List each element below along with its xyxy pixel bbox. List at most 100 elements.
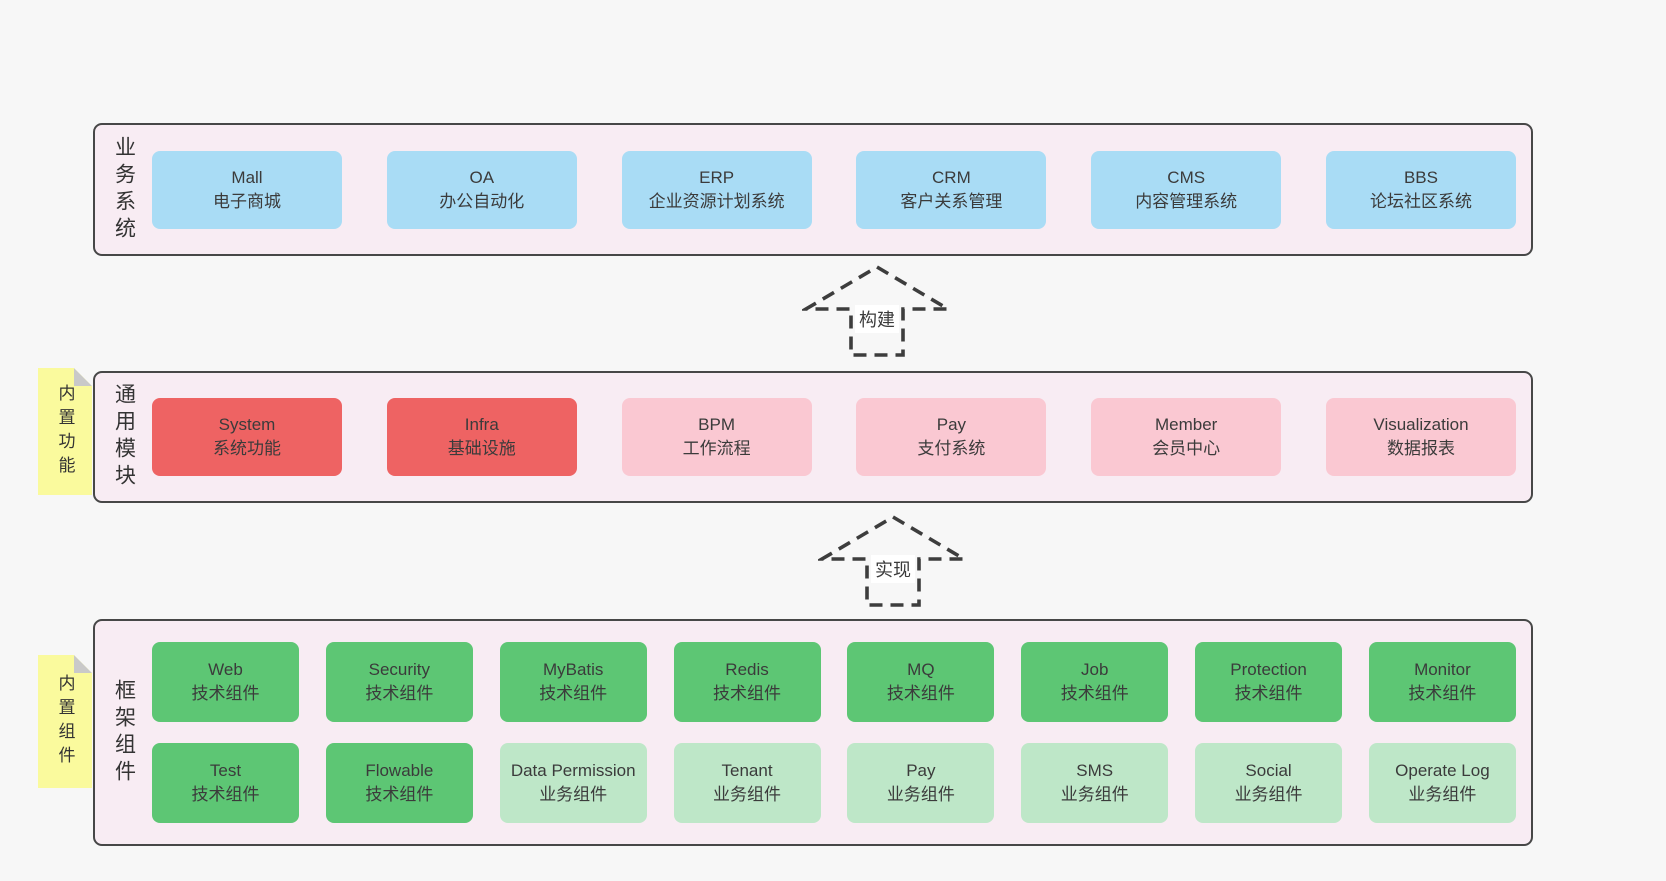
box-redis: Redis 技术组件 <box>673 642 821 722</box>
box-pay: Pay 支付系统 <box>856 398 1047 476</box>
layer-common-modules: 通用模块 System 系统功能 Infra 基础设施 BPM 工作流程 Pay 支付系统 Me… <box>93 371 1533 503</box>
box-subtitle: 技术组件 <box>713 684 782 703</box>
box-title: Web <box>208 660 243 679</box>
box-subtitle: 系统功能 <box>213 439 281 458</box>
box-title: MQ <box>907 660 935 679</box>
box-subtitle: 业务组件 <box>1060 785 1129 804</box>
box-title: MyBatis <box>542 660 604 679</box>
box-row: Test 技术组件 Flowable 技术组件 Data Permission 业务组件 T… <box>152 743 1516 823</box>
box-subtitle: 电子商城 <box>213 191 281 211</box>
box-title: SMS <box>1076 761 1114 780</box>
box-title: Protection <box>1230 660 1307 679</box>
box-subtitle: 企业资源计划系统 <box>648 191 785 211</box>
box-subtitle: 基础设施 <box>447 439 516 458</box>
box-subtitle: 技术组件 <box>365 785 434 804</box>
box-row: System 系统功能 Infra 基础设施 BPM 工作流程 Pay 支付系统 Member 会… <box>152 398 1516 476</box>
box-flowable: Flowable 技术组件 <box>325 743 473 823</box>
box-subtitle: 支付系统 <box>917 439 986 458</box>
box-test: Test 技术组件 <box>152 743 299 823</box>
modules-boxes: System 系统功能 Infra 基础设施 BPM 工作流程 Pay 支付系统 Member 会… <box>152 373 1531 501</box>
box-title: Operate Log <box>1395 761 1490 780</box>
box-subtitle: 技术组件 <box>539 684 608 703</box>
up-arrow-icon <box>802 264 952 357</box>
box-title: Pay <box>936 415 967 434</box>
box-infra: Infra 基础设施 <box>386 398 577 476</box>
layer-components-label: 框架组件 <box>112 678 136 787</box>
box-system: System 系统功能 <box>152 398 342 476</box>
box-mybatis: MyBatis 技术组件 <box>499 642 647 722</box>
box-title: Monitor <box>1414 660 1471 679</box>
box-title: Member <box>1155 415 1218 434</box>
implement-arrow-label: 实现 <box>871 555 915 583</box>
box-row: Mall 电子商城 OA 办公自动化 ERP 企业资源计划系统 CRM 客户关系管理 CMS 内容… <box>152 150 1516 229</box>
box-subtitle: 工作流程 <box>682 439 751 458</box>
sticky-note-builtin-features: 内置功能 <box>38 368 92 495</box>
box-bpm: BPM 工作流程 <box>621 398 812 476</box>
box-subtitle: 客户关系管理 <box>900 191 1003 211</box>
box-title: CMS <box>1167 167 1206 187</box>
box-title: ERP <box>699 167 735 187</box>
sticky-note-builtin-features-text: 内置功能 <box>55 383 75 480</box>
box-title: BPM <box>698 415 736 434</box>
box-data-permission: Data Permission 业务组件 <box>499 743 647 823</box>
box-subtitle: 业务组件 <box>1408 785 1477 804</box>
box-erp: ERP 企业资源计划系统 <box>621 150 812 229</box>
box-security: Security 技术组件 <box>325 642 473 722</box>
layer-business-label: 业务系统 <box>112 135 136 244</box>
box-title: Test <box>209 761 242 780</box>
sticky-note-builtin-components-text: 内置组件 <box>55 673 75 770</box>
box-member: Member 会员中心 <box>1091 398 1282 476</box>
box-title: Redis <box>725 660 769 679</box>
build-arrow-label: 构建 <box>855 305 899 333</box>
box-subtitle: 技术组件 <box>191 684 260 703</box>
box-subtitle: 论坛社区系统 <box>1369 191 1472 211</box>
box-title: Job <box>1081 660 1109 679</box>
box-job: Job 技术组件 <box>1021 642 1169 722</box>
box-visualization: Visualization 数据报表 <box>1325 398 1516 476</box>
box-title: CRM <box>932 167 971 187</box>
box-title: OA <box>469 167 495 187</box>
business-boxes: Mall 电子商城 OA 办公自动化 ERP 企业资源计划系统 CRM 客户关系管理 CMS 内容… <box>152 125 1531 254</box>
box-subtitle: 业务组件 <box>886 785 955 804</box>
box-mall: Mall 电子商城 <box>152 150 342 229</box>
layer-business-systems: 业务系统 Mall 电子商城 OA 办公自动化 ERP 企业资源计划系统 CRM 客户关系管理… <box>93 123 1533 256</box>
box-subtitle: 会员中心 <box>1152 439 1221 458</box>
sticky-note-builtin-components: 内置组件 <box>38 655 92 788</box>
box-title: Mall <box>231 167 263 187</box>
box-crm: CRM 客户关系管理 <box>856 150 1047 229</box>
box-subtitle: 技术组件 <box>365 684 434 703</box>
box-subtitle: 业务组件 <box>1234 785 1303 804</box>
box-sms: SMS 业务组件 <box>1021 743 1169 823</box>
box-subtitle: 技术组件 <box>1060 684 1129 703</box>
box-title: Flowable <box>365 761 434 780</box>
box-title: Security <box>368 660 431 679</box>
box-title: System <box>218 415 276 434</box>
box-title: Visualization <box>1373 415 1469 434</box>
box-web: Web 技术组件 <box>152 642 299 722</box>
box-subtitle: 技术组件 <box>191 785 260 804</box>
box-subtitle: 业务组件 <box>539 785 608 804</box>
box-pay: Pay 业务组件 <box>847 743 995 823</box>
box-title: Pay <box>906 761 936 780</box>
box-title: Infra <box>464 415 499 434</box>
implement-arrow: 实现 <box>818 512 968 609</box>
box-title: Tenant <box>721 761 773 780</box>
box-oa: OA 办公自动化 <box>386 150 577 229</box>
box-title: Data Permission <box>510 761 636 780</box>
up-arrow-icon <box>818 514 968 607</box>
layer-modules-label: 通用模块 <box>112 383 136 491</box>
box-subtitle: 数据报表 <box>1386 439 1455 458</box>
box-operate-log: Operate Log 业务组件 <box>1368 743 1516 823</box>
box-subtitle: 办公自动化 <box>439 191 525 211</box>
box-subtitle: 内容管理系统 <box>1135 191 1238 211</box>
